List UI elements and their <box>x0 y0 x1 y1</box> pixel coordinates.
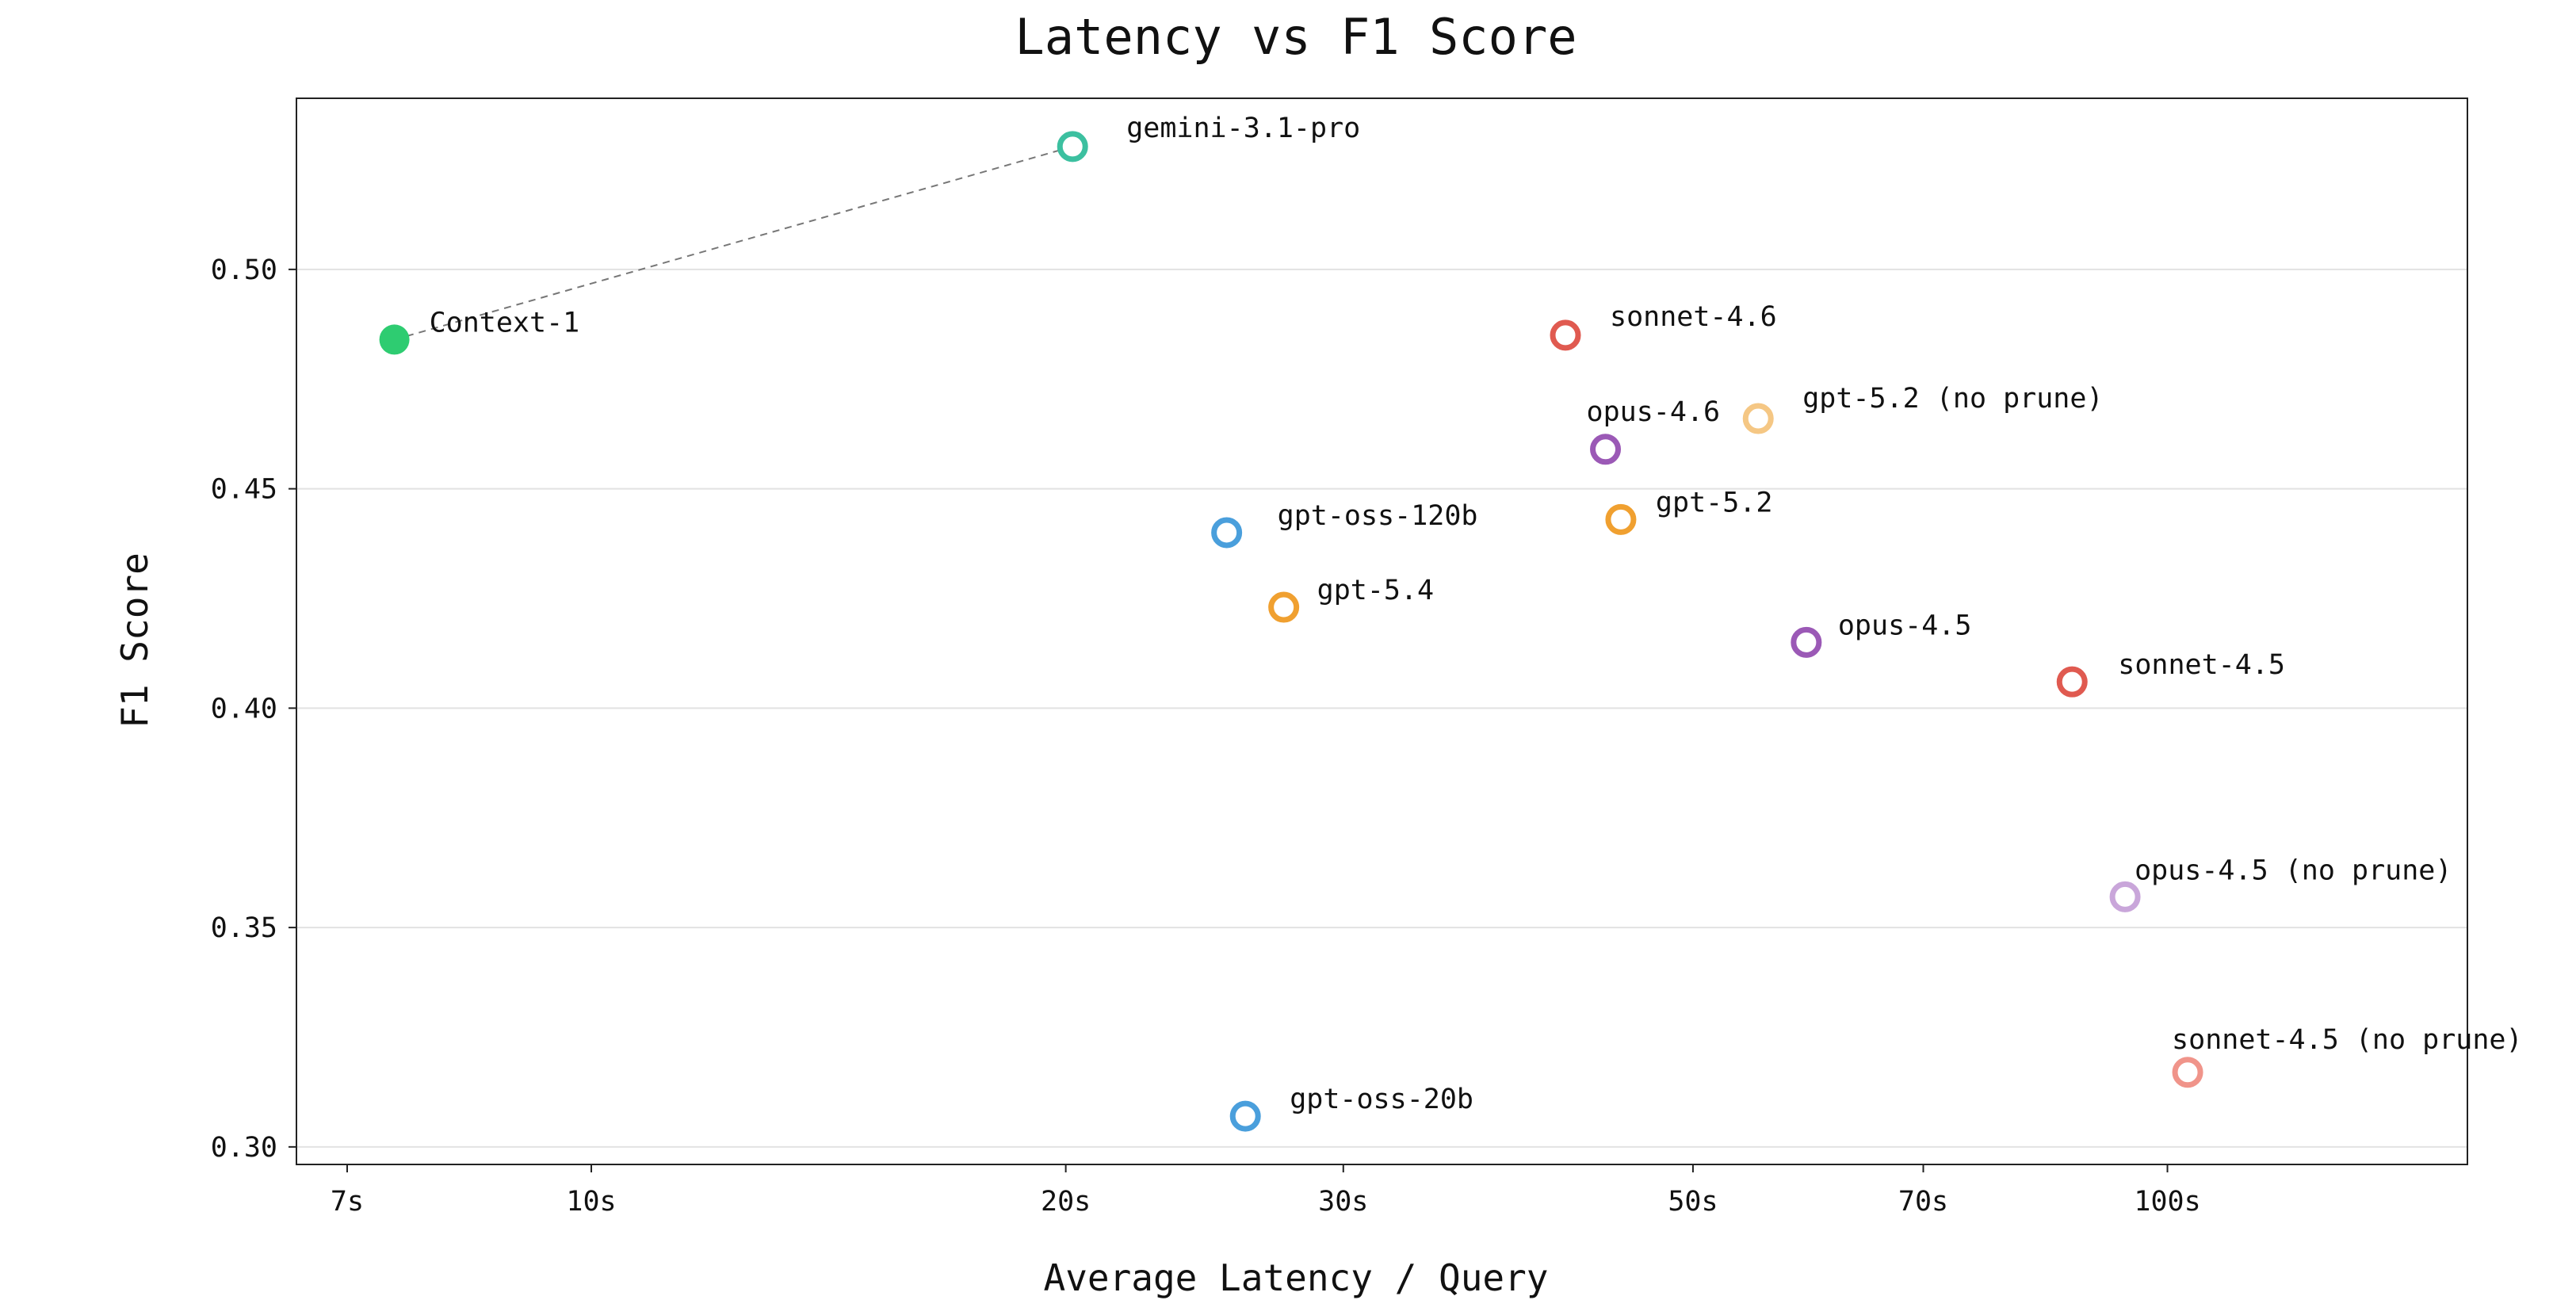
point-marker <box>1590 434 1622 465</box>
point-marker <box>2109 881 2141 912</box>
plot-frame <box>296 98 2468 1165</box>
point-marker <box>379 324 410 355</box>
point-marker <box>1791 626 1822 658</box>
point-label: sonnet-4.5 (no prune) <box>2172 1024 2523 1056</box>
point-gpt-oss-120b: gpt-oss-120b <box>1211 500 1478 549</box>
point-opus-4-5-no-prune-: opus-4.5 (no prune) <box>2109 855 2452 912</box>
point-label: sonnet-4.5 <box>2118 649 2285 681</box>
point-marker <box>2172 1057 2203 1088</box>
grid-lines <box>296 268 2467 1148</box>
x-tick-label: 20s <box>1041 1186 1091 1218</box>
point-marker <box>1211 517 1243 549</box>
y-tick-label: 0.35 <box>211 912 277 944</box>
point-sonnet-4-5-no-prune-: sonnet-4.5 (no prune) <box>2172 1024 2523 1088</box>
point-label: gpt-oss-20b <box>1290 1084 1473 1115</box>
x-tick-label: 70s <box>1898 1186 1948 1218</box>
y-tick-label: 0.30 <box>211 1132 277 1164</box>
y-tick-label: 0.40 <box>211 693 277 725</box>
y-axis-ticks: 0.30 0.35 0.40 0.45 0.50 <box>211 254 296 1164</box>
point-opus-4-6: opus-4.6 <box>1587 396 1721 465</box>
y-axis-label: F1 Score <box>113 552 156 728</box>
point-marker <box>1057 131 1088 162</box>
point-gpt-5-4: gpt-5.4 <box>1268 575 1435 623</box>
data-points: Context-1 gemini-3.1-pro sonnet-4.6 gpt-5.2… <box>379 113 2523 1132</box>
x-tick-label: 30s <box>1318 1186 1368 1218</box>
point-marker <box>1550 319 1581 351</box>
point-opus-4-5: opus-4.5 <box>1791 610 1972 658</box>
connector-line <box>394 145 1073 341</box>
point-label: sonnet-4.6 <box>1610 301 1777 333</box>
point-sonnet-4-6: sonnet-4.6 <box>1550 301 1777 351</box>
x-tick-label: 7s <box>331 1186 364 1218</box>
point-label: opus-4.6 <box>1587 396 1721 428</box>
x-tick-label: 50s <box>1668 1186 1718 1218</box>
point-marker <box>2056 666 2088 698</box>
point-gpt-5-2: gpt-5.2 <box>1605 487 1773 535</box>
point-marker <box>1605 503 1637 535</box>
point-gpt-oss-20b: gpt-oss-20b <box>1229 1084 1473 1132</box>
x-tick-label: 100s <box>2134 1186 2200 1218</box>
x-tick-label: 10s <box>566 1186 616 1218</box>
x-axis-label: Average Latency / Query <box>1044 1256 1549 1299</box>
x-axis-ticks: 7s 10s 20s 30s 50s 70s 100s <box>331 1164 2201 1218</box>
point-sonnet-4-5: sonnet-4.5 <box>2056 649 2285 698</box>
point-label: gpt-5.4 <box>1317 575 1435 606</box>
point-label: opus-4.5 (no prune) <box>2135 855 2452 886</box>
point-label: Context-1 <box>430 307 580 338</box>
point-marker <box>1742 403 1774 434</box>
y-tick-label: 0.45 <box>211 474 277 506</box>
point-marker <box>1229 1100 1261 1132</box>
point-gpt-5-2-no-prune-: gpt-5.2 (no prune) <box>1742 383 2104 434</box>
y-tick-label: 0.50 <box>211 254 277 286</box>
point-gemini-3-1-pro: gemini-3.1-pro <box>1057 113 1360 162</box>
point-label: gemini-3.1-pro <box>1126 113 1360 144</box>
point-label: gpt-5.2 <box>1656 487 1773 518</box>
point-label: gpt-oss-120b <box>1278 500 1478 532</box>
point-label: opus-4.5 <box>1838 610 1972 641</box>
chart-title: Latency vs F1 Score <box>1015 8 1577 66</box>
connector-dashed-line <box>394 145 1073 341</box>
point-marker <box>1268 591 1300 623</box>
point-context-1: Context-1 <box>379 307 580 355</box>
point-label: gpt-5.2 (no prune) <box>1802 383 2103 415</box>
